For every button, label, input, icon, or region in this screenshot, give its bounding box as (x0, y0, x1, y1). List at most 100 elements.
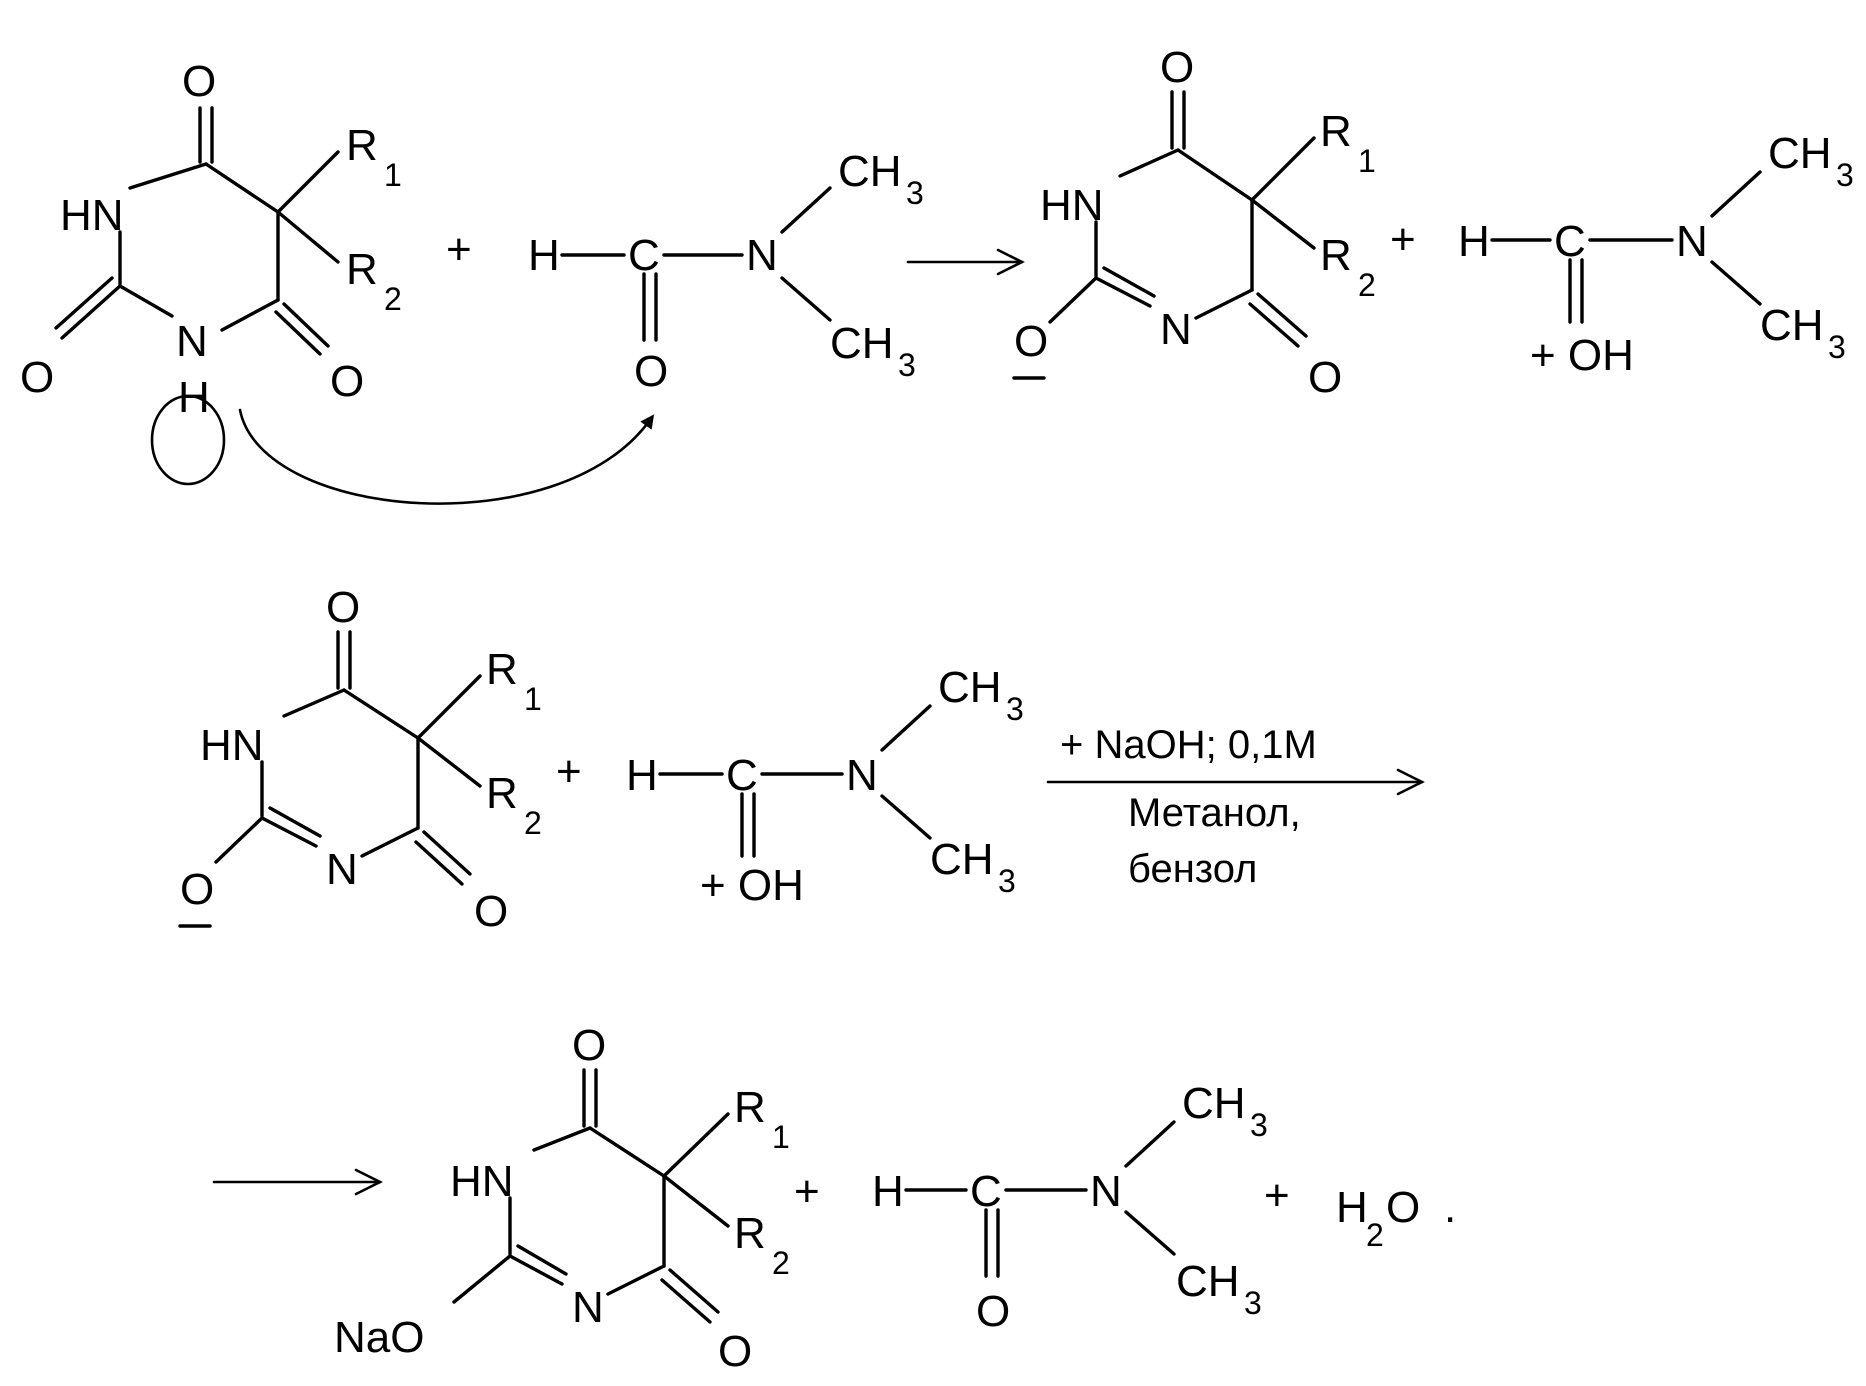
sub-2: 2 (772, 1245, 790, 1281)
atom-o-right: O (330, 357, 364, 406)
bond-c2-n1 (118, 284, 174, 318)
bond-c2-n1-double (516, 1244, 568, 1276)
atom-o: O (634, 347, 668, 396)
sub-3: 3 (1244, 1285, 1262, 1321)
bond-n-me1 (1124, 1120, 1176, 1168)
water-product: H 2 O . (1336, 1183, 1456, 1253)
bond-c4-c5 (1176, 148, 1254, 202)
oh-plus-label: + OH (700, 861, 804, 910)
bond-c5-r2 (1250, 198, 1316, 250)
sodium-oxide-label: NaO (334, 1313, 424, 1362)
bond-n3-c4 (282, 688, 346, 718)
atom-o-top: O (572, 1021, 606, 1070)
bond-c2-o-double (54, 276, 114, 330)
sub-2: 2 (1366, 1217, 1384, 1253)
bond-c2-n1 (260, 816, 318, 848)
proton-transfer-arrow (238, 408, 655, 505)
bond-c4-c5 (204, 162, 280, 214)
bond-c6-o (1256, 292, 1308, 338)
bond-c6-n1 (1194, 288, 1254, 320)
bond-n-me2 (880, 794, 932, 840)
sub-2: 2 (384, 281, 402, 317)
atom-ch: CH (1768, 129, 1832, 178)
dmf-product: H C N O CH 3 CH 3 (872, 1079, 1268, 1336)
atom-c: C (970, 1167, 1002, 1216)
atom-r: R (346, 121, 378, 170)
bond-n-me1 (880, 704, 932, 752)
bond-c6-n1 (360, 826, 420, 858)
plus-sign: + (1264, 1171, 1290, 1220)
atom-o-top: O (182, 57, 216, 106)
sub-3: 3 (906, 175, 924, 211)
reaction-arrow-3 (212, 1168, 383, 1196)
atom-h: H (1458, 217, 1490, 266)
atom-n: N (846, 751, 878, 800)
atom-n: N (1160, 305, 1192, 354)
plus-sign: + (446, 225, 472, 274)
atom-n: N (1676, 217, 1708, 266)
bond-c6-n1 (606, 1264, 666, 1296)
atom-o-right: O (1308, 353, 1342, 402)
atom-r: R (734, 1083, 766, 1132)
barbiturate-anion-product: O HN R 1 R 2 N O O (1012, 43, 1376, 402)
atom-ch: CH (838, 147, 902, 196)
bond-n-me1 (780, 186, 832, 234)
atom-n: N (176, 317, 208, 366)
sub-1: 1 (1358, 143, 1376, 179)
bond-c4-c5 (588, 1126, 666, 1178)
bond-c5-r1 (276, 150, 340, 214)
plus-sign: + (794, 1167, 820, 1216)
plus-sign: + (1390, 215, 1416, 264)
atom-r: R (486, 645, 518, 694)
bond-c5-r1 (416, 674, 482, 740)
bond-c6-o (668, 1268, 720, 1314)
bond-c5-r1 (1250, 136, 1316, 202)
sub-3: 3 (1828, 329, 1846, 365)
atom-c: C (1554, 217, 1586, 266)
bond-n3-c4 (532, 1126, 592, 1152)
highlight-ellipse (150, 394, 226, 486)
sub-3: 3 (998, 863, 1016, 899)
atom-o-anion: O (1014, 317, 1048, 366)
atom-ch: CH (1182, 1079, 1246, 1128)
bond-c4-c5 (342, 688, 420, 740)
bond-c6-o (282, 302, 330, 348)
reaction-arrow-2 (1046, 768, 1425, 796)
atom-n: N (326, 845, 358, 894)
atom-o: O (976, 1287, 1010, 1336)
atom-o-left: O (20, 353, 54, 402)
bond-c6-o-double (1248, 302, 1300, 348)
sub-2: 2 (1358, 267, 1376, 303)
oh-plus-label: + OH (1530, 331, 1634, 380)
atom-o-right: O (718, 1327, 752, 1376)
bond-c6-o-double (414, 840, 464, 886)
bond-n3-c4 (128, 162, 208, 190)
bond-c5-r2 (662, 1174, 730, 1228)
period: . (1444, 1183, 1456, 1232)
bond-c2-o (1048, 276, 1098, 324)
sub-3: 3 (1836, 157, 1854, 193)
atom-h: H (1336, 1183, 1368, 1232)
atom-c: C (726, 751, 758, 800)
atom-o-top: O (1160, 43, 1194, 92)
sodium-barbiturate-product: O HN R 1 R 2 N NaO O (334, 1021, 790, 1376)
bond-n-me1 (1710, 170, 1762, 218)
atom-hn: HN (60, 191, 124, 240)
atom-h: H (872, 1167, 904, 1216)
bond-c2-n1 (1094, 276, 1152, 308)
reaction-arrow-1 (906, 248, 1025, 276)
atom-n: N (572, 1283, 604, 1332)
atom-c: C (628, 231, 660, 280)
dmf-reactant: H C N O CH 3 CH 3 (528, 147, 924, 396)
bond-n-me2 (1124, 1210, 1176, 1256)
bond-c2-o (452, 1254, 512, 1304)
plus-sign: + (556, 747, 582, 796)
bond-c2-o (214, 816, 264, 864)
protonated-dmf-reactant: H C N + OH CH 3 CH 3 (626, 663, 1024, 910)
atom-hn: HN (200, 721, 264, 770)
atom-ch: CH (830, 319, 894, 368)
bond-n-me2 (780, 276, 832, 322)
atom-o-anion: O (180, 865, 214, 914)
atom-o-top: O (326, 583, 360, 632)
